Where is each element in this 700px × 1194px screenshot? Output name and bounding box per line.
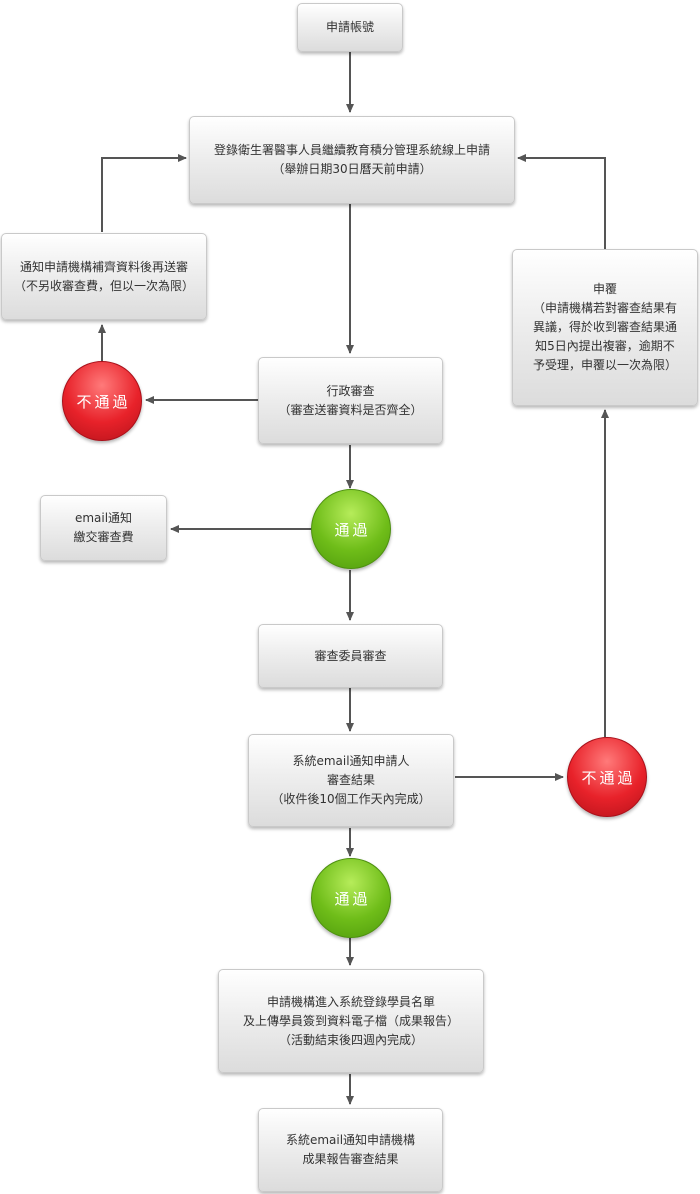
node-notify-result: 系統email通知申請人 審查結果 （收件後10個工作天內完成） <box>248 734 454 827</box>
node-admin-review-line-1: 行政審查 <box>326 383 375 398</box>
node-email-fee-line-2: 繳交審查費 <box>73 530 134 544</box>
decision-pass-committee-label: 通過 <box>334 889 371 908</box>
node-online-registration-line-2: （舉辦日期30日曆天前申請） <box>272 162 432 176</box>
node-apply-account: 申請帳號 <box>297 3 403 52</box>
node-upload-records-line-1: 申請機構進入系統登錄學員名單 <box>266 994 435 1009</box>
node-online-registration: 登錄衛生署醫事人員繼續教育積分管理系統線上申請 （舉辦日期30日曆天前申請） <box>189 116 515 204</box>
node-final-notice-line-2: 成果報告審查結果 <box>302 1152 399 1166</box>
node-final-notice: 系統email通知申請機構 成果報告審查結果 <box>258 1108 443 1192</box>
node-admin-review-line-2: （審查送審資料是否齊全） <box>278 402 423 417</box>
decision-fail-admin: 不通過 <box>62 361 142 441</box>
node-notify-result-line-2: 審查結果 <box>326 773 375 787</box>
node-appeal-line-2: （申請機構若對審查結果有 <box>532 301 677 315</box>
node-admin-review: 行政審查 （審查送審資料是否齊全） <box>258 357 443 444</box>
decision-pass-admin-label: 通過 <box>334 520 371 539</box>
node-appeal-line-3: 異議，得於收到審查結果通 <box>532 320 677 334</box>
node-email-fee-line-1: email通知 <box>74 511 133 525</box>
node-committee-review: 審查委員審查 <box>258 624 443 688</box>
node-final-notice-line-1: 系統email通知申請機構 <box>285 1133 416 1147</box>
node-upload-records-line-3: （活動結束後四週內完成） <box>278 1032 423 1047</box>
node-resubmit-notice-line-2: （不另收審查費，但以一次為限） <box>13 278 194 293</box>
node-upload-records-line-2: 及上傳學員簽到資料電子檔（成果報告） <box>242 1013 459 1028</box>
node-resubmit-notice-line-1: 通知申請機構補齊資料後再送審 <box>19 259 188 274</box>
node-upload-records: 申請機構進入系統登錄學員名單 及上傳學員簽到資料電子檔（成果報告） （活動結束後… <box>218 969 484 1073</box>
node-resubmit-notice: 通知申請機構補齊資料後再送審 （不另收審查費，但以一次為限） <box>1 233 207 320</box>
decision-fail-admin-label: 不通過 <box>76 392 131 411</box>
node-appeal-line-5: 予受理，申覆以一次為限） <box>532 358 677 372</box>
decision-pass-committee: 通過 <box>311 858 391 938</box>
node-appeal-line-4: 知5日內提出複審，逾期不 <box>535 339 675 353</box>
node-notify-result-line-3: （收件後10個工作天內完成） <box>271 792 431 806</box>
node-notify-result-line-1: 系統email通知申請人 <box>292 754 410 768</box>
decision-fail-committee-label: 不通過 <box>581 768 636 787</box>
decision-fail-committee: 不通過 <box>567 737 647 817</box>
node-email-fee: email通知 繳交審查費 <box>40 495 167 561</box>
node-online-registration-line-1: 登錄衛生署醫事人員繼續教育積分管理系統線上申請 <box>213 143 490 157</box>
node-committee-review-line-1: 審查委員審查 <box>314 648 387 663</box>
node-apply-account-line-1: 申請帳號 <box>325 20 374 34</box>
node-appeal-line-1: 申覆 <box>592 282 617 296</box>
decision-pass-admin: 通過 <box>311 489 391 569</box>
node-appeal: 申覆 （申請機構若對審查結果有 異議，得於收到審查結果通 知5日內提出複審，逾期… <box>512 249 698 406</box>
